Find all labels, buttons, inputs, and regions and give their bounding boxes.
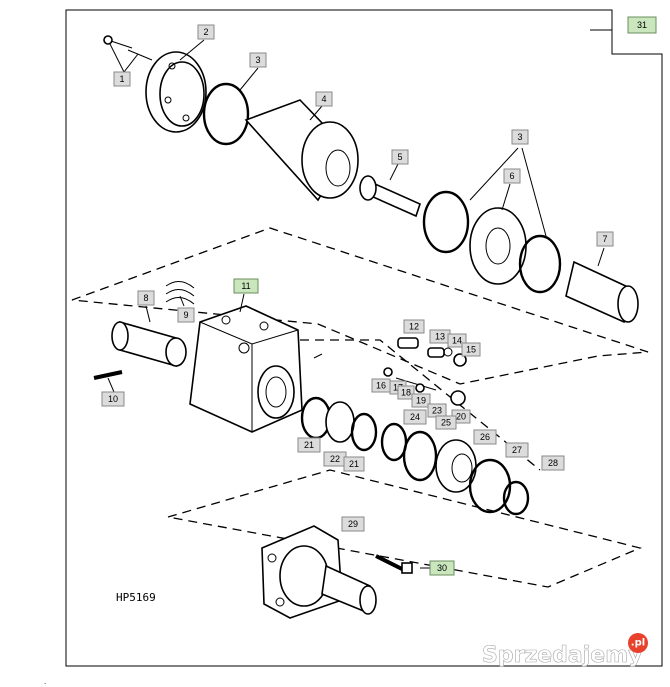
svg-text:3: 3 bbox=[255, 55, 260, 65]
svg-text:24: 24 bbox=[410, 412, 420, 422]
svg-text:12: 12 bbox=[409, 322, 419, 332]
svg-text:22: 22 bbox=[330, 454, 340, 464]
svg-text:.pl: .pl bbox=[631, 638, 645, 649]
svg-text:8: 8 bbox=[143, 293, 148, 303]
callout-3b: 3 bbox=[511, 129, 529, 145]
svg-text:25: 25 bbox=[441, 418, 451, 428]
leader-lines bbox=[107, 29, 612, 569]
callout-24: 24 bbox=[403, 409, 427, 425]
svg-text:2: 2 bbox=[203, 27, 208, 37]
shaft-seal-parts bbox=[380, 422, 530, 516]
corner-mark: . bbox=[44, 677, 46, 686]
svg-text:9: 9 bbox=[183, 310, 188, 320]
pin-part bbox=[93, 370, 123, 380]
callout-27: 27 bbox=[505, 442, 529, 458]
callout-30: 30 bbox=[429, 560, 455, 576]
callout-25: 25 bbox=[435, 415, 457, 430]
callout-29: 29 bbox=[341, 516, 365, 532]
svg-text:26: 26 bbox=[480, 432, 490, 442]
callout-12: 12 bbox=[403, 319, 425, 334]
bolt-parts bbox=[103, 35, 153, 61]
callout-9: 9 bbox=[177, 307, 195, 323]
spool-part bbox=[111, 320, 187, 368]
thrust-bearing-parts bbox=[300, 396, 378, 452]
callout-22: 22 bbox=[323, 451, 347, 467]
svg-text:6: 6 bbox=[509, 171, 514, 181]
svg-text:14: 14 bbox=[452, 336, 462, 346]
svg-text:31: 31 bbox=[637, 20, 647, 30]
callout-16: 16 bbox=[371, 378, 391, 393]
middle-group-outline bbox=[300, 339, 541, 471]
svg-text:15: 15 bbox=[466, 345, 476, 355]
lower-group-outline bbox=[167, 469, 643, 588]
callout-3: 3 bbox=[249, 52, 267, 68]
callout-7: 7 bbox=[596, 231, 614, 247]
callout-28: 28 bbox=[541, 455, 565, 471]
svg-text:7: 7 bbox=[602, 234, 607, 244]
callout-21: 21 bbox=[297, 437, 321, 453]
svg-text:1: 1 bbox=[119, 74, 124, 84]
centering-springs-part bbox=[165, 281, 195, 305]
svg-text:5: 5 bbox=[397, 152, 402, 162]
svg-text:28: 28 bbox=[548, 458, 558, 468]
o-ring-part bbox=[422, 190, 470, 254]
callout-26: 26 bbox=[473, 429, 497, 445]
callout-8: 8 bbox=[137, 290, 155, 306]
svg-text:18: 18 bbox=[401, 388, 411, 398]
svg-text:19: 19 bbox=[416, 396, 426, 406]
upper-group-outline bbox=[71, 227, 649, 385]
callout-4: 4 bbox=[315, 91, 333, 107]
diagram-frame bbox=[65, 9, 663, 667]
svg-text:3: 3 bbox=[517, 132, 522, 142]
svg-text:23: 23 bbox=[432, 406, 442, 416]
callout-11: 11 bbox=[233, 278, 259, 294]
callout-10: 10 bbox=[101, 391, 125, 407]
svg-text:10: 10 bbox=[108, 394, 118, 404]
svg-text:16: 16 bbox=[376, 381, 386, 391]
valve-housing-part bbox=[189, 305, 303, 433]
callout-31: 31 bbox=[627, 16, 657, 34]
gerotor-housing-part bbox=[244, 99, 359, 202]
callout-5: 5 bbox=[391, 149, 409, 165]
reference-code: HP5169 bbox=[116, 591, 156, 604]
svg-text:11: 11 bbox=[241, 281, 250, 291]
svg-text:21: 21 bbox=[349, 459, 359, 469]
svg-text:Sprzedajemy: Sprzedajemy bbox=[482, 643, 643, 668]
callout-13: 13 bbox=[429, 329, 451, 344]
callout-15: 15 bbox=[461, 342, 481, 357]
svg-text:4: 4 bbox=[321, 94, 326, 104]
svg-text:29: 29 bbox=[348, 519, 358, 529]
spacer-plate-part bbox=[469, 207, 527, 285]
drive-shaft-part bbox=[359, 175, 421, 218]
svg-text:27: 27 bbox=[512, 445, 522, 455]
callout-23: 23 bbox=[427, 403, 447, 418]
svg-text:13: 13 bbox=[435, 332, 445, 342]
callout-18: 18 bbox=[397, 385, 415, 400]
callout-1: 1 bbox=[113, 71, 131, 87]
mounting-flange-part bbox=[261, 525, 377, 619]
callout-19: 19 bbox=[411, 393, 431, 408]
o-ring-part bbox=[202, 82, 250, 146]
end-cap-part bbox=[145, 51, 207, 133]
watermark-logo: Sprzedajemy .pl bbox=[482, 633, 648, 668]
svg-text:30: 30 bbox=[437, 563, 447, 573]
flange-bolt-part bbox=[375, 554, 413, 574]
svg-text:20: 20 bbox=[456, 412, 466, 422]
callout-2: 2 bbox=[197, 24, 215, 40]
svg-text:21: 21 bbox=[304, 440, 314, 450]
relief-valve-parts bbox=[383, 337, 467, 406]
o-ring-part bbox=[518, 234, 562, 294]
splined-sleeve-part bbox=[565, 260, 639, 324]
callout-21b: 21 bbox=[343, 456, 365, 472]
callout-6: 6 bbox=[503, 168, 521, 184]
